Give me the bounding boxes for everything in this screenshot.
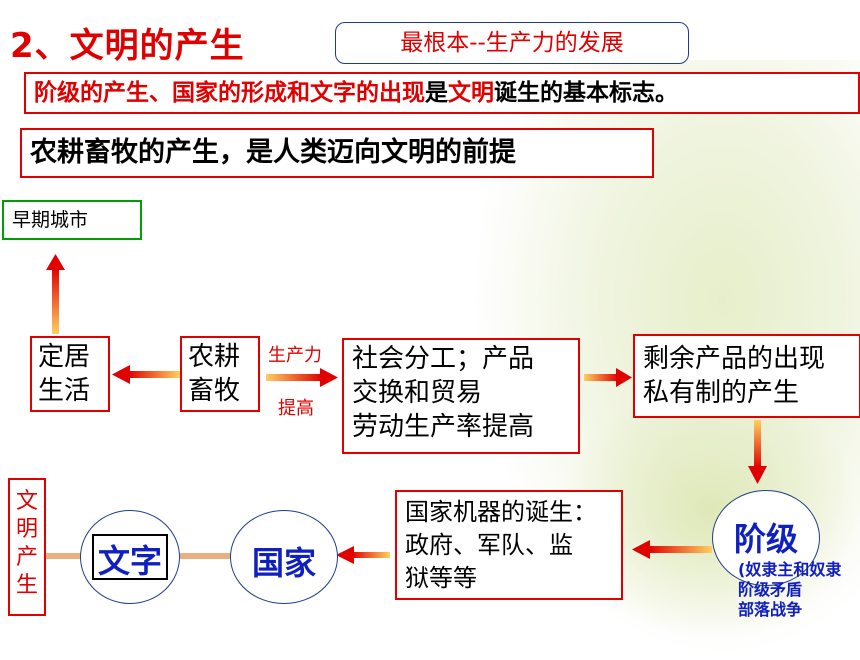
writing-circle-text: 文字 bbox=[97, 542, 162, 580]
division-line2: 交换和贸易 bbox=[352, 378, 483, 408]
connector-writing-to-civilization bbox=[46, 553, 82, 559]
state-circle-text: 国家 bbox=[251, 544, 316, 582]
civilization-char-1: 文 bbox=[15, 489, 38, 514]
arrow-statemachine-to-state bbox=[336, 546, 390, 564]
page-title: 2、文明的产生 bbox=[10, 26, 245, 66]
civilization-char-2: 明 bbox=[15, 517, 38, 542]
sign-part3: 文明 bbox=[448, 80, 494, 106]
settle-line2: 生活 bbox=[38, 376, 91, 406]
class-circle-text: 阶级 bbox=[733, 520, 798, 558]
arrow-layer bbox=[46, 254, 767, 564]
state-machine-line1: 国家机器的诞生： bbox=[405, 498, 597, 526]
civilization-sign-box: 阶级的产生、国家的形成和文字的出现是文明诞生的基本标志。 bbox=[24, 72, 860, 114]
arrow-settle-to-city bbox=[46, 254, 65, 334]
arrow-farming-to-settle bbox=[112, 365, 180, 384]
surplus-box: 剩余产品的出现 私有制的产生 bbox=[633, 334, 860, 418]
settle-line1: 定居 bbox=[38, 342, 91, 372]
sign-part4: 诞生的基本标志。 bbox=[494, 80, 678, 106]
division-line3: 劳动生产率提高 bbox=[352, 412, 535, 442]
class-note: (奴隶主和奴隶 阶级矛盾 部落战争 bbox=[738, 560, 841, 620]
class-note-line1: (奴隶主和奴隶 bbox=[738, 560, 842, 579]
arrow-surplus-to-class bbox=[748, 420, 767, 484]
farming-box: 农耕 畜牧 bbox=[180, 336, 260, 412]
arrow-farming-to-division bbox=[266, 368, 338, 387]
premise-box: 农耕畜牧的产生，是人类迈向文明的前提 bbox=[20, 128, 654, 178]
productivity-label-bottom: 提高 bbox=[278, 398, 314, 419]
productivity-label-top: 生产力 bbox=[268, 345, 322, 366]
division-box: 社会分工；产品 交换和贸易 劳动生产率提高 bbox=[342, 338, 580, 454]
state-machine-box: 国家机器的诞生： 政府、军队、监 狱等等 bbox=[395, 490, 623, 600]
surplus-line2: 私有制的产生 bbox=[643, 378, 800, 408]
state-circle bbox=[230, 510, 338, 604]
arrow-division-to-surplus bbox=[584, 368, 632, 387]
state-machine-line3: 狱等等 bbox=[405, 564, 477, 592]
class-note-line3: 部落战争 bbox=[738, 600, 803, 619]
civilization-char-4: 生 bbox=[15, 573, 38, 598]
sign-part2: 是 bbox=[425, 80, 448, 106]
subtitle-box: 最根本--生产力的发展 bbox=[335, 22, 689, 64]
civilization-char-3: 产 bbox=[15, 545, 38, 570]
farming-line1: 农耕 bbox=[188, 342, 241, 372]
early-city-box: 早期城市 bbox=[2, 200, 142, 240]
class-circle bbox=[712, 490, 820, 586]
surplus-line1: 剩余产品的出现 bbox=[643, 344, 826, 374]
writing-inner-box bbox=[92, 534, 168, 580]
sign-part1: 阶级的产生、国家的形成和文字的出现 bbox=[34, 80, 425, 106]
settle-box: 定居 生活 bbox=[30, 336, 110, 412]
civilization-vertical-box: 文 明 产 生 bbox=[8, 478, 46, 616]
connector-state-to-writing bbox=[180, 553, 230, 559]
farming-line2: 畜牧 bbox=[188, 376, 241, 406]
division-line1: 社会分工；产品 bbox=[352, 344, 535, 374]
class-note-line2: 阶级矛盾 bbox=[738, 580, 803, 599]
arrow-class-to-state bbox=[632, 540, 712, 559]
state-machine-line2: 政府、军队、监 bbox=[405, 531, 573, 559]
